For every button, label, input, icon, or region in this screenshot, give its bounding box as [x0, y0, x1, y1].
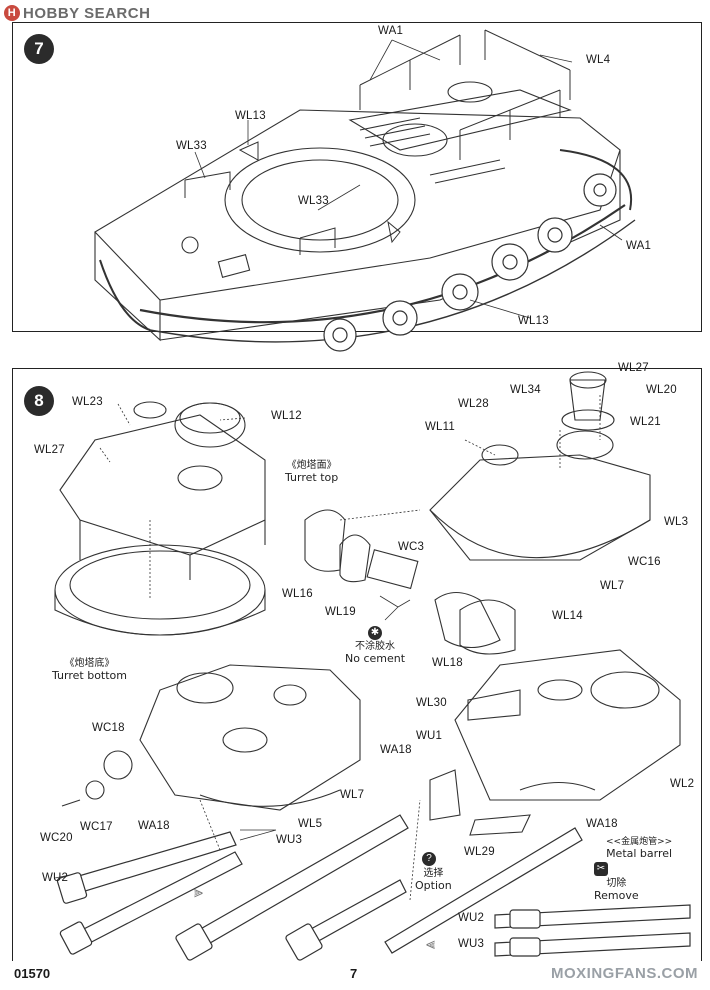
- turret-top-cn: 《炮塔面》: [286, 460, 337, 471]
- option-cn: 选择: [423, 868, 444, 879]
- label-wl5: WL5: [298, 818, 323, 830]
- label-wu3-top: WU3: [276, 834, 303, 846]
- label-wl14: WL14: [552, 610, 583, 622]
- metal-barrel-note: <<金属炮管>> Metal barrel: [606, 836, 672, 860]
- label-wl33-left: WL33: [176, 140, 207, 152]
- label-wu3-right: WU3: [458, 938, 485, 950]
- metal-barrel-en: Metal barrel: [606, 847, 673, 860]
- label-wl7-center: WL7: [340, 789, 365, 801]
- turret-top-en: Turret top: [285, 471, 339, 484]
- label-wc20: WC20: [40, 832, 73, 844]
- label-wl27-right: WL27: [618, 362, 649, 374]
- remove-en: Remove: [594, 889, 639, 902]
- option-note: 选择 Option: [415, 868, 452, 892]
- turret-bottom-cn: 《炮塔底》: [64, 658, 115, 669]
- label-wl11: WL11: [425, 421, 455, 433]
- label-wc18: WC18: [92, 722, 125, 734]
- label-wl18: WL18: [432, 657, 463, 669]
- label-wl23: WL23: [72, 396, 103, 408]
- no-cement-en: No cement: [345, 652, 406, 665]
- label-wl2: WL2: [670, 778, 695, 790]
- label-wu2-right: WU2: [458, 912, 485, 924]
- remove-note: 切除 Remove: [594, 878, 639, 902]
- step-8-badge: 8: [24, 386, 54, 416]
- label-wl7-right: WL7: [600, 580, 625, 592]
- direction-arrow-icon-2: ⫷: [426, 936, 436, 953]
- no-cement-note: 不涂胶水 No cement: [345, 641, 405, 665]
- label-wl3: WL3: [664, 516, 689, 528]
- label-wl13-bottom: WL13: [518, 315, 549, 327]
- hobby-search-text: HOBBY SEARCH: [23, 4, 151, 22]
- label-wl29: WL29: [464, 846, 495, 858]
- metal-barrel-cn: <<金属炮管>>: [606, 837, 673, 847]
- label-wa1-right: WA1: [626, 240, 652, 252]
- product-code: 01570: [14, 966, 51, 981]
- label-wl27-left: WL27: [34, 444, 65, 456]
- no-cement-cn: 不涂胶水: [355, 641, 396, 652]
- label-wa18-center: WA18: [380, 744, 412, 756]
- no-cement-icon: ✱: [368, 626, 382, 640]
- label-wl34: WL34: [510, 384, 541, 396]
- label-wc3: WC3: [398, 541, 425, 553]
- remove-icon: ✂: [594, 862, 608, 876]
- label-wl19: WL19: [325, 606, 356, 618]
- step-7-panel: [12, 22, 702, 332]
- label-wa18-right: WA18: [586, 818, 618, 830]
- label-wl30: WL30: [416, 697, 447, 709]
- label-wl20: WL20: [646, 384, 677, 396]
- option-icon: ?: [422, 852, 436, 866]
- page-number: 7: [350, 966, 358, 981]
- label-wl28: WL28: [458, 398, 489, 410]
- option-en: Option: [415, 879, 452, 892]
- label-wu1: WU1: [416, 730, 443, 742]
- moxingfans-watermark: MOXINGFANS.COM: [550, 965, 698, 982]
- hobby-search-watermark: H HOBBY SEARCH: [4, 2, 150, 24]
- label-wa18-left: WA18: [138, 820, 170, 832]
- label-wl16: WL16: [282, 588, 313, 600]
- turret-bottom-en: Turret bottom: [52, 669, 127, 682]
- turret-top-note: 《炮塔面》 Turret top: [285, 460, 338, 484]
- label-wc16: WC16: [628, 556, 661, 568]
- hobby-search-logo: H: [4, 5, 20, 21]
- label-wu2-left: WU2: [42, 872, 69, 884]
- label-wl13-top: WL13: [235, 110, 266, 122]
- label-wl33-mid: WL33: [298, 195, 329, 207]
- turret-bottom-note: 《炮塔底》 Turret bottom: [52, 658, 127, 682]
- label-wa1-top: WA1: [378, 25, 404, 37]
- direction-arrow-icon: ⫸: [194, 884, 204, 901]
- label-wl4: WL4: [586, 54, 611, 66]
- label-wl12: WL12: [271, 410, 302, 422]
- label-wl21: WL21: [630, 416, 661, 428]
- remove-cn: 切除: [606, 878, 627, 889]
- step-7-badge: 7: [24, 34, 54, 64]
- label-wc17: WC17: [80, 821, 113, 833]
